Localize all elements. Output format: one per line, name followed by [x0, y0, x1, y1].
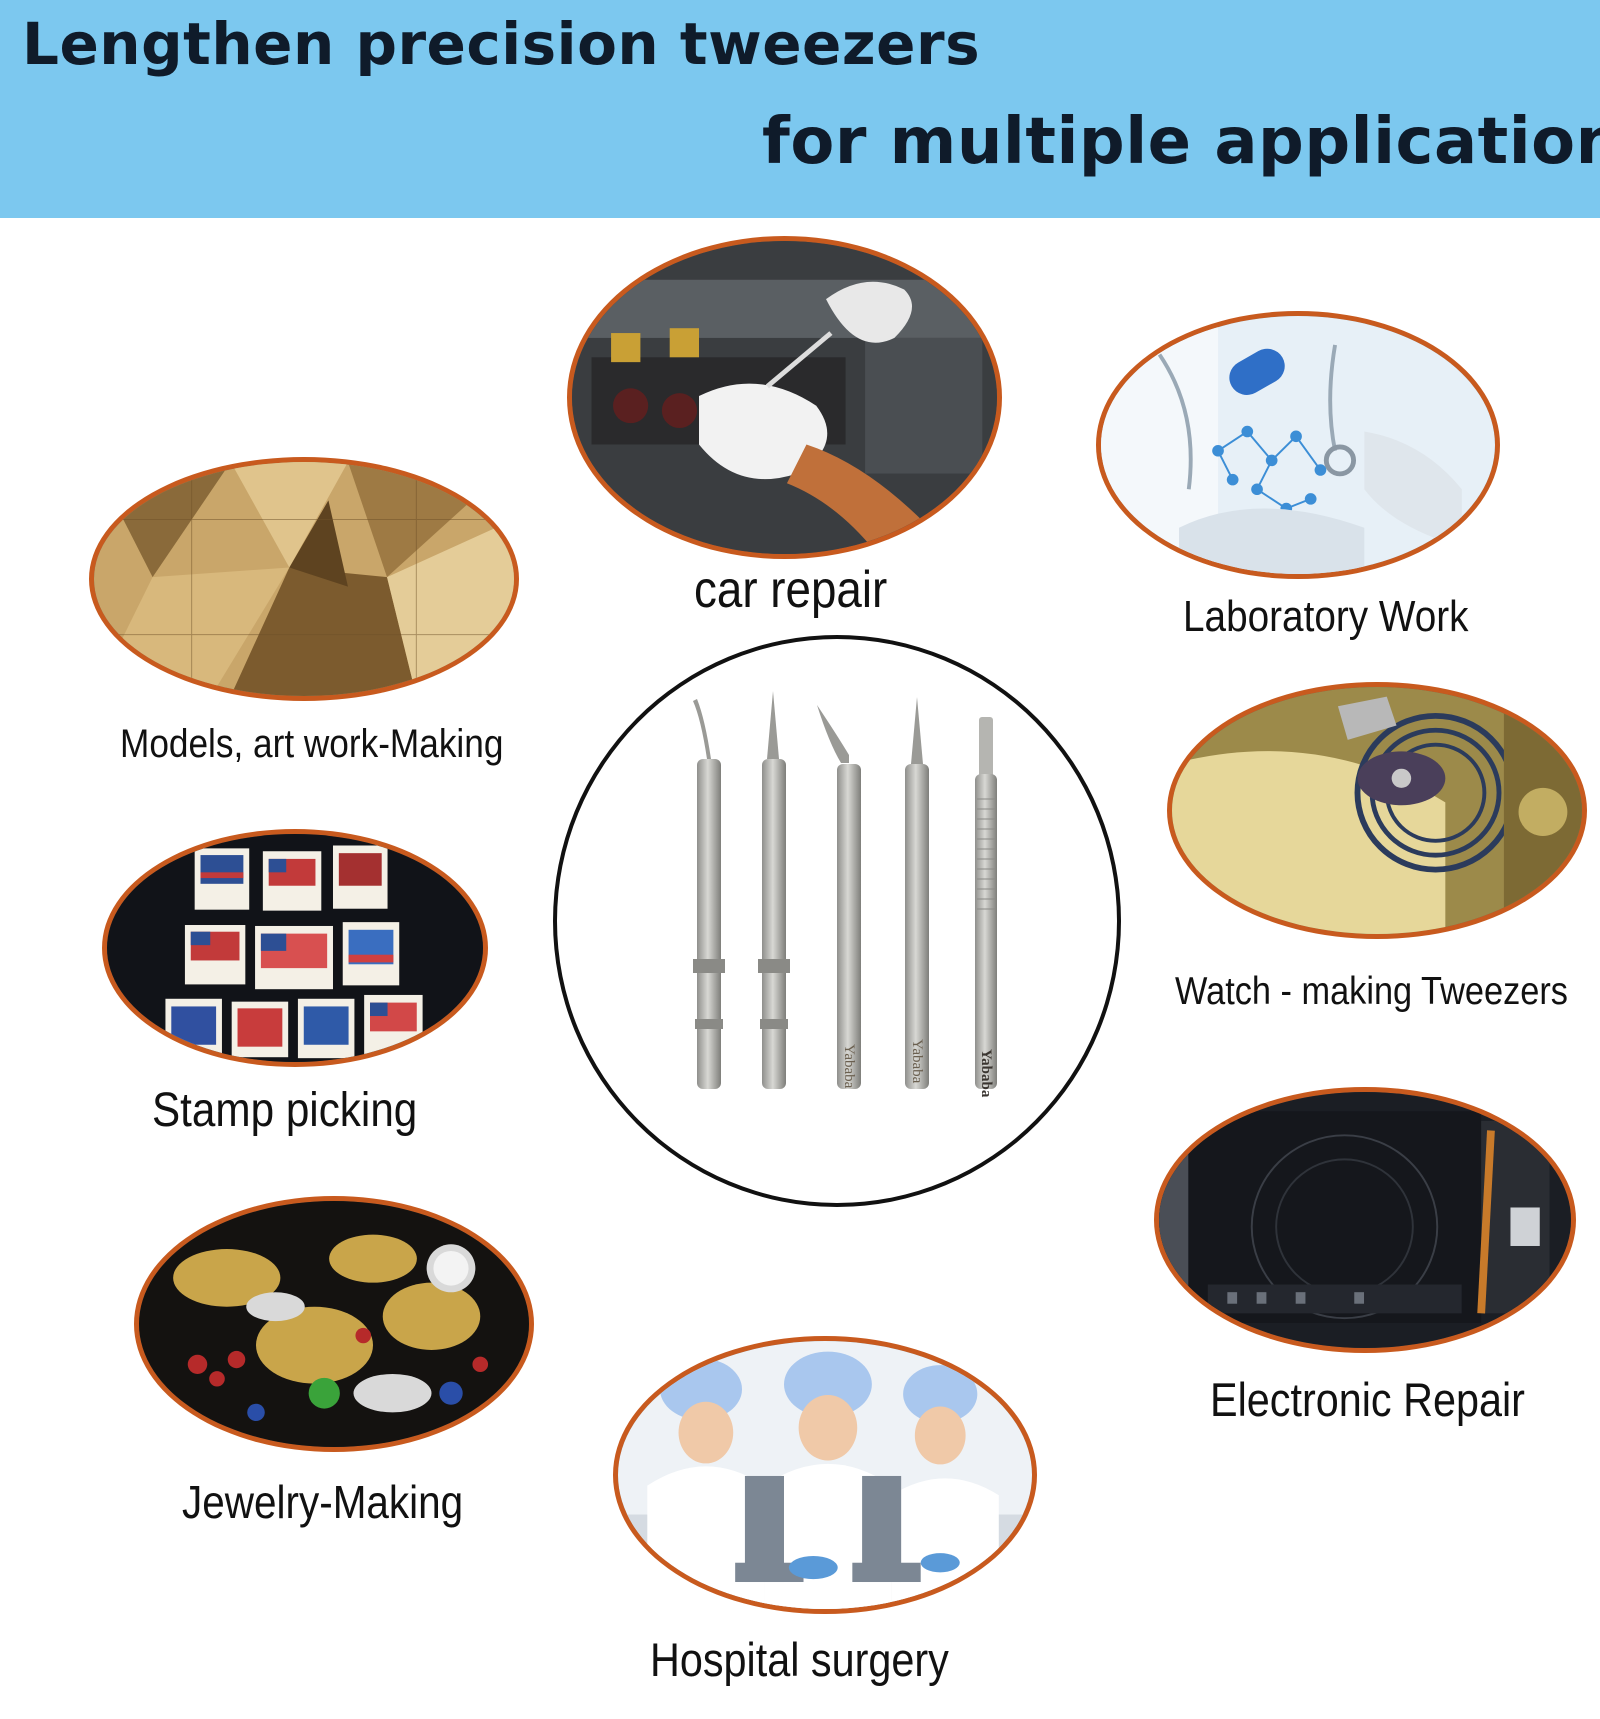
tweezer-straight-needle-tip: Yababa [905, 697, 929, 1089]
hospital-surgery-photo [613, 1336, 1037, 1614]
laboratory-work-photo [1096, 311, 1500, 579]
car-repair-photo [567, 236, 1002, 559]
stamp-picking-photo [102, 829, 488, 1067]
caption-laboratory-work: Laboratory Work [1183, 592, 1469, 641]
caption-hospital-surgery: Hospital surgery [650, 1633, 949, 1686]
tweezer-brand-label: Yababa [841, 1044, 857, 1089]
tweezer-angled-tip [693, 699, 725, 1089]
caption-stamp-picking: Stamp picking [152, 1084, 418, 1137]
tweezer-brand-label: Yababa [909, 1039, 925, 1084]
electronic-repair-photo [1154, 1087, 1576, 1353]
caption-car-repair: car repair [694, 561, 888, 619]
tweezers-set-illustration: Yababa Yababa Yababa [693, 691, 997, 1098]
models-art-work-photo [89, 457, 519, 701]
caption-watch-making: Watch - making Tweezers [1175, 970, 1568, 1013]
jewelry-making-photo [134, 1196, 534, 1452]
caption-jewelry-making: Jewelry-Making [182, 1476, 464, 1528]
tweezer-brand-label: Yababa [978, 1049, 994, 1098]
header-banner: Lengthen precision tweezers for multiple… [0, 0, 1600, 218]
caption-models-art-work: Models, art work-Making [120, 722, 504, 766]
headline-line-1: Lengthen precision tweezers [22, 10, 981, 78]
tweezer-flat-serrated-tip: Yababa [975, 717, 997, 1098]
product-tweezers-circle: Yababa Yababa Yababa [553, 635, 1121, 1207]
tweezer-curved-tip: Yababa [817, 705, 861, 1089]
watch-making-photo [1167, 682, 1587, 939]
caption-electronic-repair: Electronic Repair [1210, 1373, 1525, 1426]
headline-line-2: for multiple applications [762, 105, 1600, 179]
tweezer-straight-fine-tip [758, 691, 790, 1089]
